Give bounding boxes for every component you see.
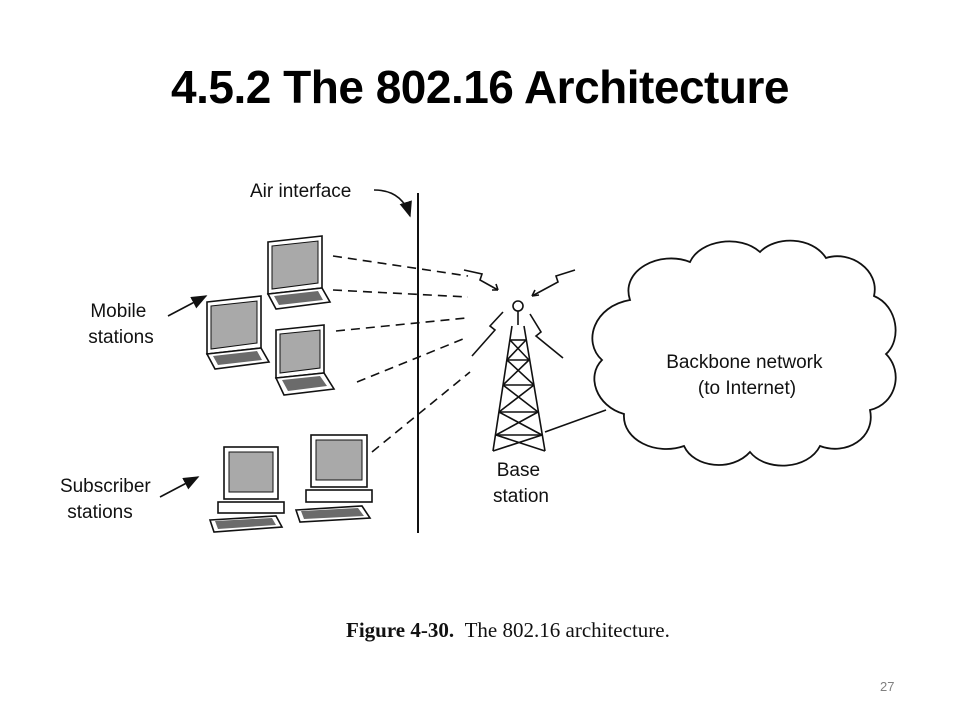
backbone-network-label: Backbone network (to Internet)	[666, 352, 828, 399]
base-station-label: Base station	[493, 460, 549, 507]
air-interface-label: Air interface	[250, 181, 351, 202]
air-interface-arrow	[373, 189, 412, 218]
figure-caption-text: The 802.16 architecture.	[464, 618, 670, 642]
laptop-icon	[274, 324, 336, 396]
radio-wave-icon	[463, 269, 576, 359]
figure-caption: Figure 4-30. The 802.16 architecture.	[346, 618, 670, 643]
mobile-stations-label: Mobile stations	[88, 301, 153, 348]
backbone-link-line	[544, 409, 607, 433]
page-number: 27	[880, 679, 895, 694]
backbone-cloud-icon	[591, 239, 897, 467]
desktop-computer-icon	[294, 434, 373, 523]
mobile-stations-arrow	[167, 295, 208, 317]
subscriber-stations-arrow	[159, 476, 200, 498]
desktop-computer-icon	[208, 446, 285, 533]
slide-title: 4.5.2 The 802.16 Architecture	[171, 61, 789, 113]
laptop-icon	[205, 295, 271, 370]
wireless-links	[332, 255, 471, 453]
figure-caption-number: Figure 4-30.	[346, 618, 455, 642]
laptop-icon	[266, 235, 332, 310]
base-station-tower-icon	[492, 300, 546, 452]
subscriber-stations-label: Subscriber stations	[60, 476, 156, 523]
